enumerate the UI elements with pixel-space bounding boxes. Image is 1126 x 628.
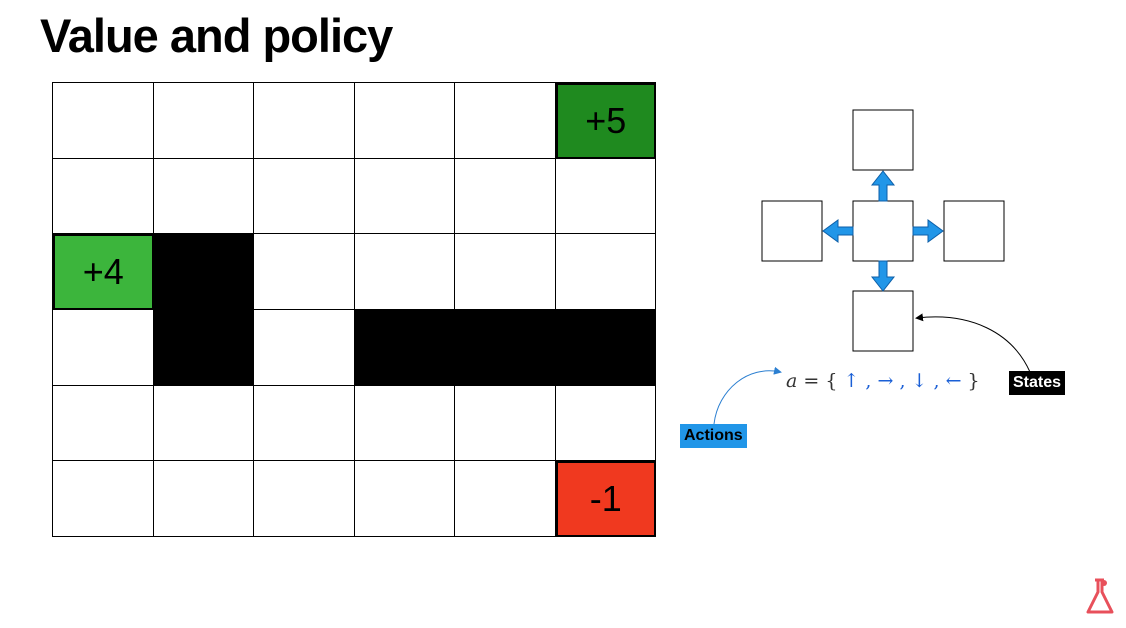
grid-cell-empty: [455, 83, 556, 159]
grid-cell-empty: [153, 385, 254, 462]
grid-cell-wall: [555, 309, 656, 386]
grid-cell-empty: [53, 83, 154, 159]
flask-logo-icon: [1086, 578, 1114, 614]
grid-cell-empty: [153, 158, 254, 235]
grid-cell-empty: [455, 385, 556, 462]
grid-cell-empty: [354, 83, 455, 159]
grid-cell-penalty: -1: [555, 461, 656, 537]
grid-cell-wall: [354, 309, 455, 386]
grid-cell-empty: [354, 234, 455, 310]
states-label: States: [1009, 371, 1066, 395]
grid-cell-empty: [53, 385, 154, 462]
grid-cell-empty: [254, 309, 355, 386]
grid-cell-empty: [354, 385, 455, 462]
state-box-left: [761, 200, 823, 262]
grid-cell-reward-light: +4: [53, 234, 154, 310]
grid-cell-wall: [455, 309, 556, 386]
states-connector: [915, 313, 1031, 373]
arrow-right-icon: [912, 219, 944, 243]
grid-cell-empty: [153, 83, 254, 159]
grid-cell-empty: [555, 385, 656, 462]
grid-cell-empty: [555, 158, 656, 235]
arrow-up-icon: [870, 170, 896, 202]
slide-title: Value and policy: [40, 9, 393, 62]
grid-cell-wall: [153, 309, 254, 386]
action-arrows: ↑ , → , ↓ , ←: [843, 370, 962, 392]
grid-cell-empty: [354, 158, 455, 235]
grid-cell-empty: [53, 309, 154, 386]
state-box-center: [852, 200, 914, 262]
state-box-right: [943, 200, 1005, 262]
grid-cell-empty: [354, 461, 455, 537]
grid-cell-wall: [153, 234, 254, 310]
grid-cell-reward-dark: +5: [555, 83, 656, 159]
grid-cell-empty: [53, 158, 154, 235]
equation-prefix: = {: [797, 370, 844, 392]
gridworld: +5 +4 -1: [52, 82, 656, 537]
grid-cell-empty: [254, 158, 355, 235]
actions-label: Actions: [680, 424, 747, 448]
arrow-left-icon: [822, 219, 854, 243]
grid-cell-empty: [455, 461, 556, 537]
grid-cell-empty: [455, 158, 556, 235]
grid-cell-empty: [153, 461, 254, 537]
equation-suffix: }: [961, 370, 980, 392]
actions-connector: [713, 366, 782, 425]
grid-cell-empty: [254, 385, 355, 462]
state-box-top: [852, 109, 914, 171]
grid-cell-empty: [254, 461, 355, 537]
action-variable: a: [786, 370, 798, 392]
grid-cell-empty: [53, 461, 154, 537]
state-box-bottom: [852, 290, 914, 352]
actions-equation: a = { ↑ , → , ↓ , ← }: [786, 370, 980, 392]
grid-cell-empty: [254, 83, 355, 159]
grid-cell-empty: [455, 234, 556, 310]
arrow-down-icon: [870, 260, 896, 292]
grid-cell-empty: [254, 234, 355, 310]
grid-cell-empty: [555, 234, 656, 310]
